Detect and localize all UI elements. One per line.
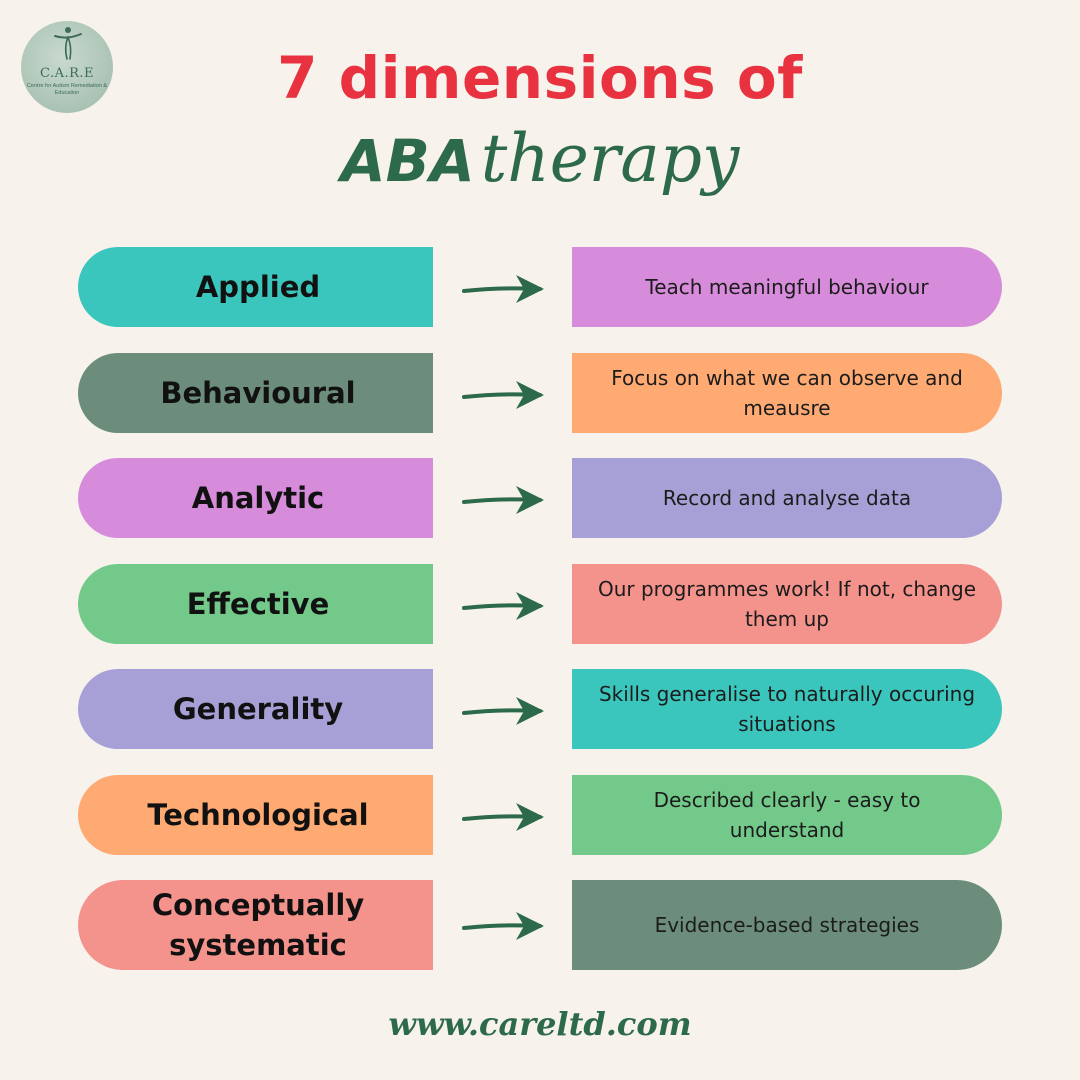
dimension-name: Effective <box>78 564 433 644</box>
arrow-right-icon <box>462 275 544 303</box>
dimension-name: Generality <box>78 669 433 749</box>
arrow-right-icon <box>462 697 544 725</box>
dimension-row: Conceptually systematic Evidence-based s… <box>0 880 1080 970</box>
arrow-right-icon <box>462 912 544 940</box>
dimension-name: Behavioural <box>78 353 433 433</box>
dimension-row: Effective Our programmes work! If not, c… <box>0 564 1080 644</box>
dimension-name: Conceptually systematic <box>78 880 433 970</box>
dimension-description: Focus on what we can observe and meausre <box>572 353 1002 433</box>
dimension-name: Analytic <box>78 458 433 538</box>
arrow-right-icon <box>462 381 544 409</box>
arrow-right-icon <box>462 486 544 514</box>
logo-subtitle: Centre for Autism Remediation & Educatio… <box>26 83 108 96</box>
dimension-description: Skills generalise to naturally occuring … <box>572 669 1002 749</box>
dimension-description: Record and analyse data <box>572 458 1002 538</box>
dimension-name: Applied <box>78 247 433 327</box>
footer-url: www.careltd.com <box>388 1005 692 1043</box>
dimension-description: Teach meaningful behaviour <box>572 247 1002 327</box>
person-figure-icon <box>54 27 82 60</box>
arrow-right-icon <box>462 592 544 620</box>
dimension-description: Evidence-based strategies <box>572 880 1002 970</box>
dimension-description: Our programmes work! If not, change them… <box>572 564 1002 644</box>
title-line-1: 7 dimensions of <box>277 44 803 112</box>
dimension-row: Analytic Record and analyse data <box>0 458 1080 538</box>
dimension-row: Generality Skills generalise to naturall… <box>0 669 1080 749</box>
title-therapy: therapy <box>480 120 740 197</box>
title-aba: ABA <box>340 127 475 195</box>
dimension-description: Described clearly - easy to understand <box>572 775 1002 855</box>
logo-name: C.A.R.E <box>39 66 95 81</box>
dimension-name: Technological <box>78 775 433 855</box>
dimension-row: Applied Teach meaningful behaviour <box>0 247 1080 327</box>
dimension-row: Technological Described clearly - easy t… <box>0 775 1080 855</box>
arrow-right-icon <box>462 803 544 831</box>
dimension-row: Behavioural Focus on what we can observe… <box>0 353 1080 433</box>
care-logo: C.A.R.E Centre for Autism Remediation & … <box>21 21 113 113</box>
title-line-2: ABAtherapy <box>0 120 1080 197</box>
